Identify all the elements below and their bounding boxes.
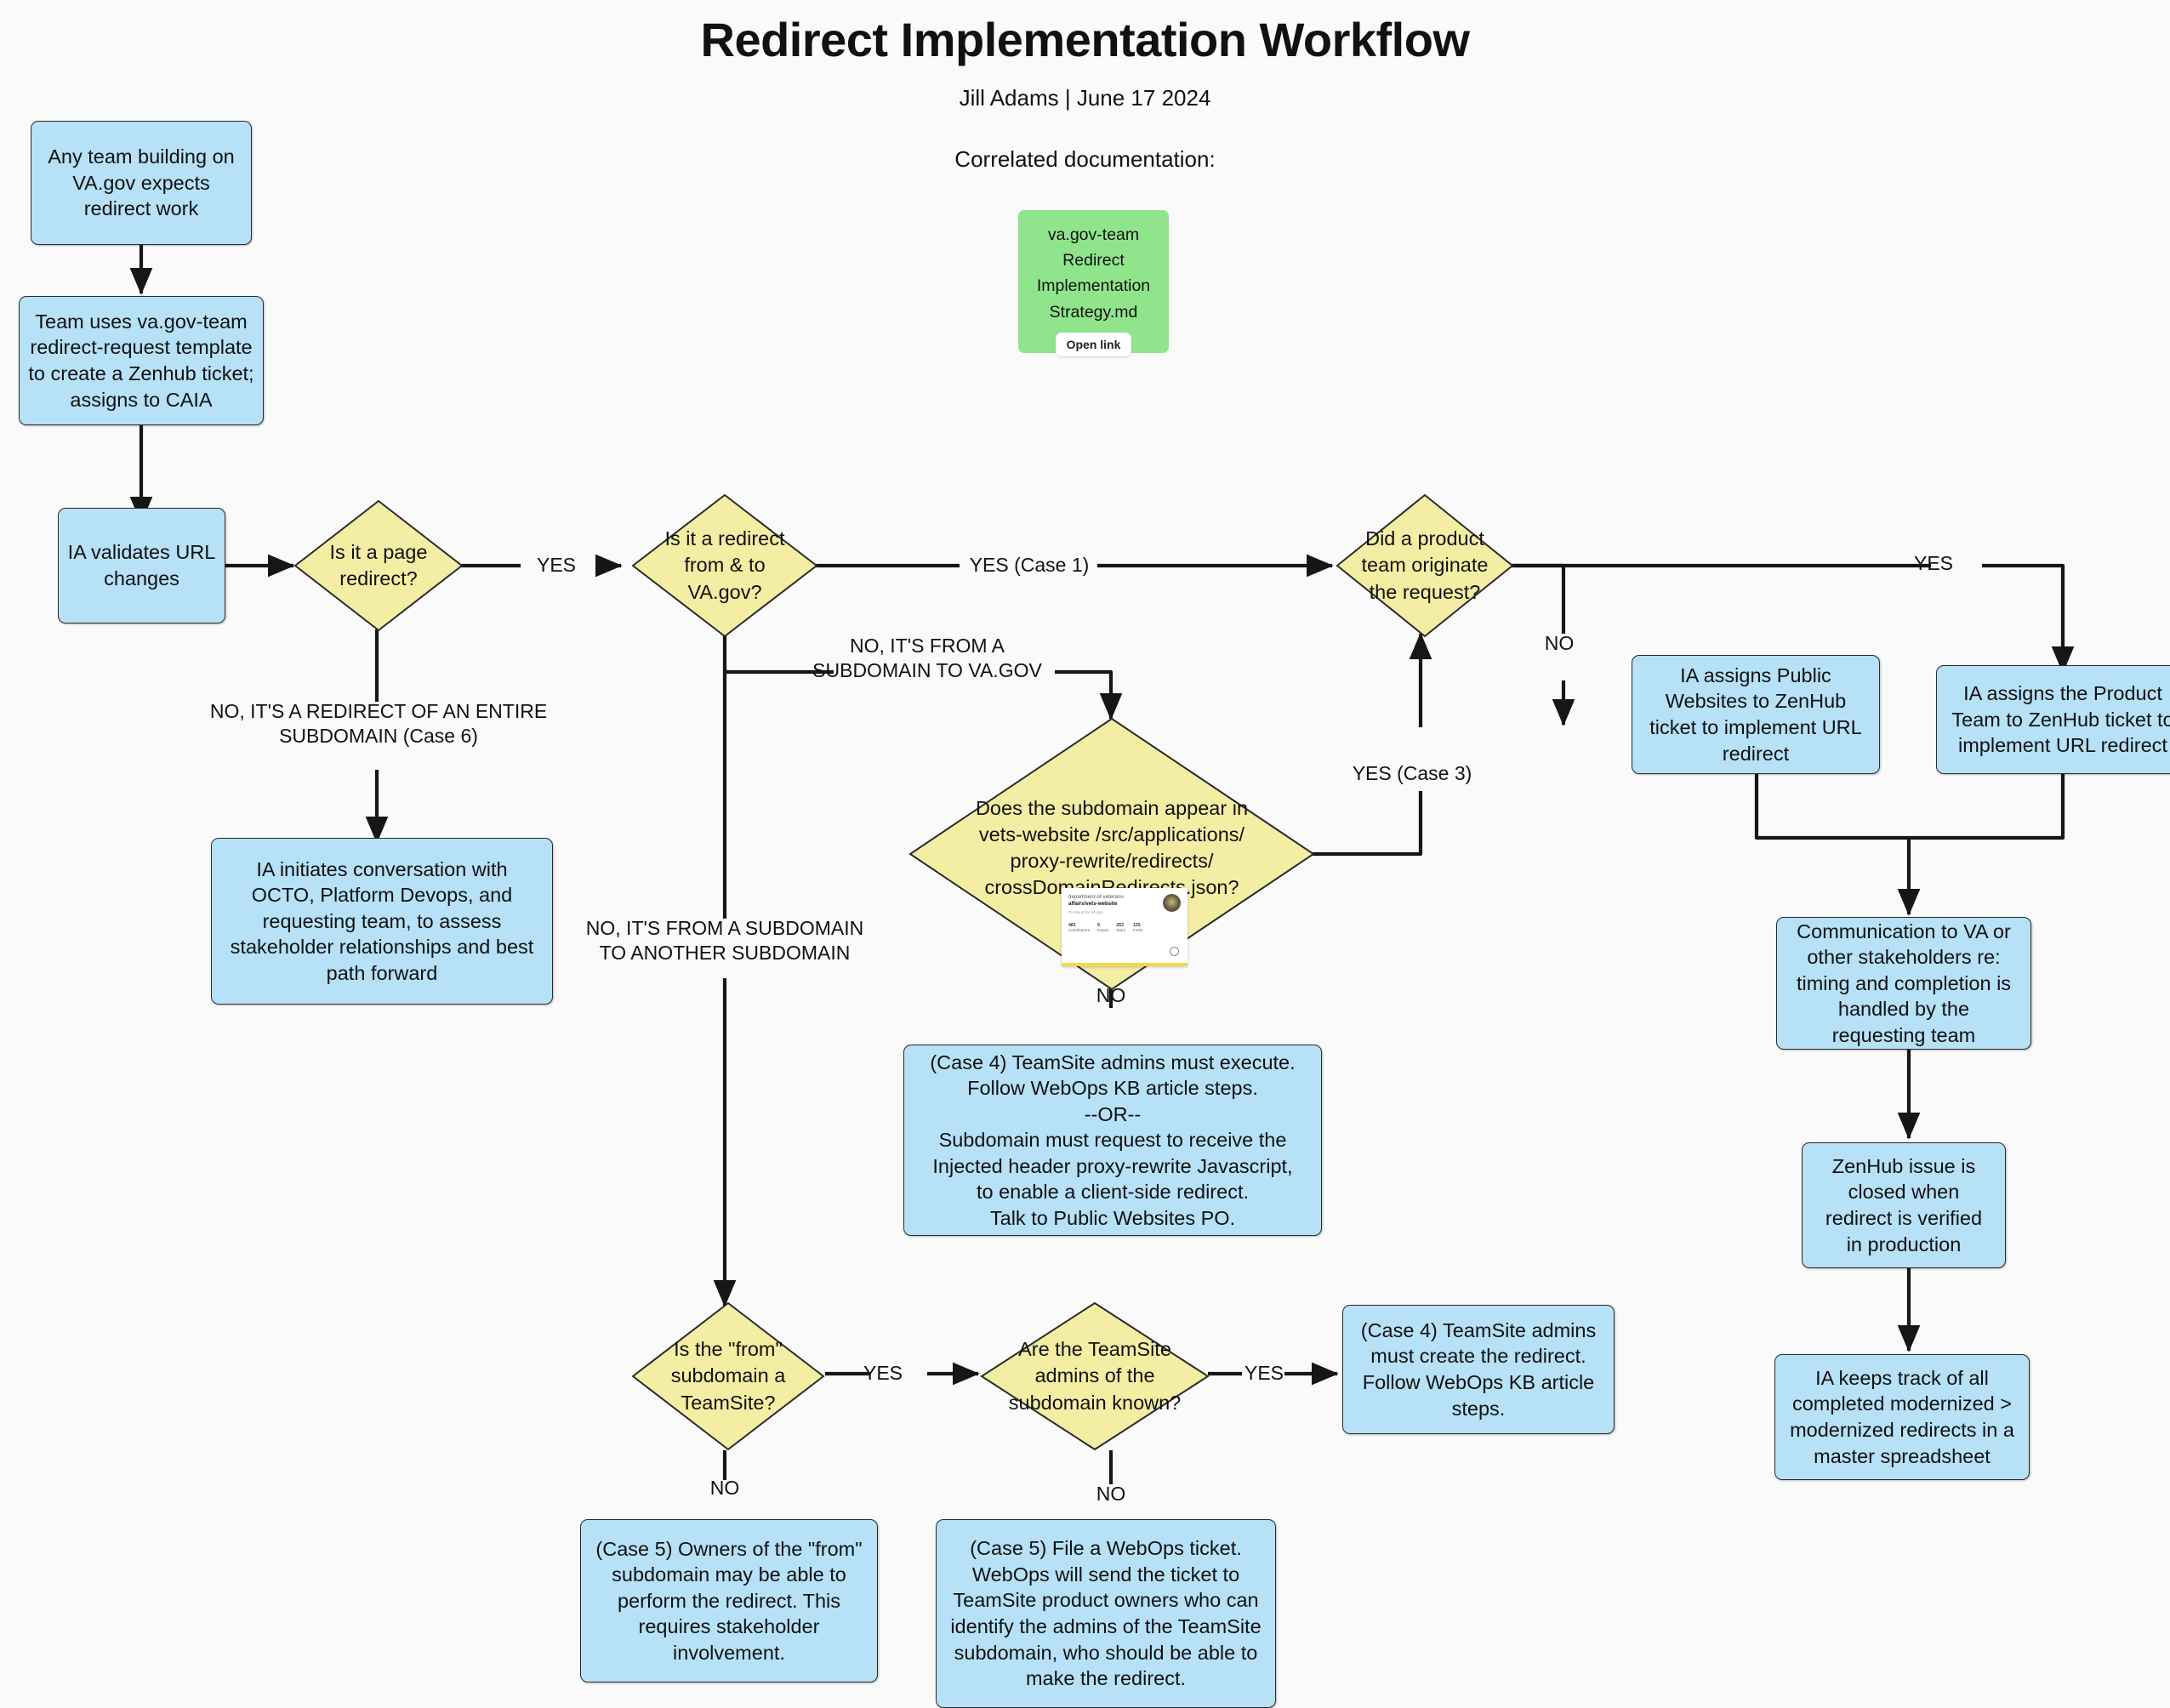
node-zenhub-closed[interactable]: ZenHub issue is closed when redirect is … xyxy=(1802,1142,2006,1268)
github-icon xyxy=(1170,947,1179,956)
edge-label-yes-page: YES xyxy=(536,554,577,576)
repo-stat-value: 9 xyxy=(1097,922,1100,928)
repo-stat-value: 481 xyxy=(1068,922,1076,928)
edge-label-yes-teamsite: YES xyxy=(863,1362,903,1384)
va-seal-icon xyxy=(1163,894,1181,912)
node-template[interactable]: Team uses va.gov-team redirect-request t… xyxy=(19,296,264,425)
edge-label-no-crossdomain: NO xyxy=(1096,984,1126,1006)
open-link-button[interactable]: Open link xyxy=(1055,332,1132,356)
repo-stat-label: Contributors xyxy=(1068,927,1091,932)
node-octo-conversation[interactable]: IA initiates conversation with OCTO, Pla… xyxy=(211,838,553,1005)
github-repo-thumbnail[interactable]: department-of-veterans- affairs/vets-web… xyxy=(1062,888,1188,966)
page-byline: Jill Adams | June 17 2024 xyxy=(959,85,1211,111)
edge-label-no-subdomain-to-vagov: NO, IT'S FROM A SUBDOMAIN TO VA.GOV xyxy=(812,635,1042,681)
decision-redirect-from-to-vagov[interactable]: Is it a redirect from & to VA.gov? xyxy=(631,493,818,638)
edge-label-yes-case3: YES (Case 3) xyxy=(1352,762,1472,784)
edge-label-yes-admins: YES xyxy=(1244,1362,1284,1384)
node-ia-keeps-track[interactable]: IA keeps track of all completed moderniz… xyxy=(1774,1354,2030,1480)
edge-label-no-subdomain-to-subdomain: NO, IT'S FROM A SUBDOMAIN TO ANOTHER SUB… xyxy=(585,917,864,964)
edge-label-no-teamsite: NO xyxy=(709,1477,740,1499)
edge-product-yes xyxy=(1506,563,2063,672)
documentation-card[interactable]: va.gov-team Redirect Implementation Stra… xyxy=(1018,210,1169,356)
edge-crossdomain-yes-case3 xyxy=(1279,634,1421,857)
decision-from-subdomain-teamsite[interactable]: Is the "from" subdomain a TeamSite? xyxy=(631,1301,825,1451)
node-case4-execute[interactable]: (Case 4) TeamSite admins must execute. F… xyxy=(903,1045,1322,1236)
decision-is-page-redirect[interactable]: Is it a page redirect? xyxy=(293,499,464,632)
repo-stat-label: Issues xyxy=(1097,927,1109,932)
repo-stat-label: Stars xyxy=(1116,927,1126,932)
repo-stat-label: Forks xyxy=(1133,927,1143,932)
decision-teamsite-admins-known[interactable]: Are the TeamSite admins of the subdomain… xyxy=(980,1301,1210,1451)
edge-label-no-admins: NO xyxy=(1096,1483,1126,1505)
repo-stat-value: 253 xyxy=(1116,922,1124,928)
edge-prodteam-merge xyxy=(1909,774,2065,840)
node-validate-url[interactable]: IA validates URL changes xyxy=(58,508,225,623)
node-case4-create-redirect[interactable]: (Case 4) TeamSite admins must create the… xyxy=(1342,1305,1615,1434)
edge-label-yes-case1: YES (Case 1) xyxy=(969,554,1090,576)
edge-label-no-product: NO xyxy=(1544,632,1575,654)
repo-stat-value: 125 xyxy=(1133,922,1141,928)
documentation-card-title: va.gov-team Redirect Implementation Stra… xyxy=(1036,225,1151,322)
repo-name: affairs/vets-website xyxy=(1068,900,1118,907)
node-case5-webops-ticket[interactable]: (Case 5) File a WebOps ticket. WebOps wi… xyxy=(936,1519,1276,1708)
edge-label-no-entire-subdomain: NO, IT'S A REDIRECT OF AN ENTIRE SUBDOMA… xyxy=(209,700,548,747)
correlated-documentation-label: Correlated documentation: xyxy=(954,146,1216,172)
repo-owner: department-of-veterans- xyxy=(1068,894,1125,900)
repo-description: Frontend for VA.gov xyxy=(1068,909,1103,914)
node-case5-owners[interactable]: (Case 5) Owners of the "from" subdomain … xyxy=(580,1519,878,1682)
edge-pubweb-merge xyxy=(1754,774,1909,840)
node-start[interactable]: Any team building on VA.gov expects redi… xyxy=(31,121,252,245)
node-assign-product-team[interactable]: IA assigns the Product Team to ZenHub ti… xyxy=(1936,665,2170,774)
node-communication[interactable]: Communication to VA or other stakeholder… xyxy=(1776,917,2031,1050)
node-assign-public-websites[interactable]: IA assigns Public Websites to ZenHub tic… xyxy=(1632,655,1880,774)
edge-label-yes-product: YES xyxy=(1913,552,1954,574)
page-title: Redirect Implementation Workflow xyxy=(700,13,1470,66)
decision-product-team-origin[interactable]: Did a product team originate the request… xyxy=(1336,493,1514,638)
